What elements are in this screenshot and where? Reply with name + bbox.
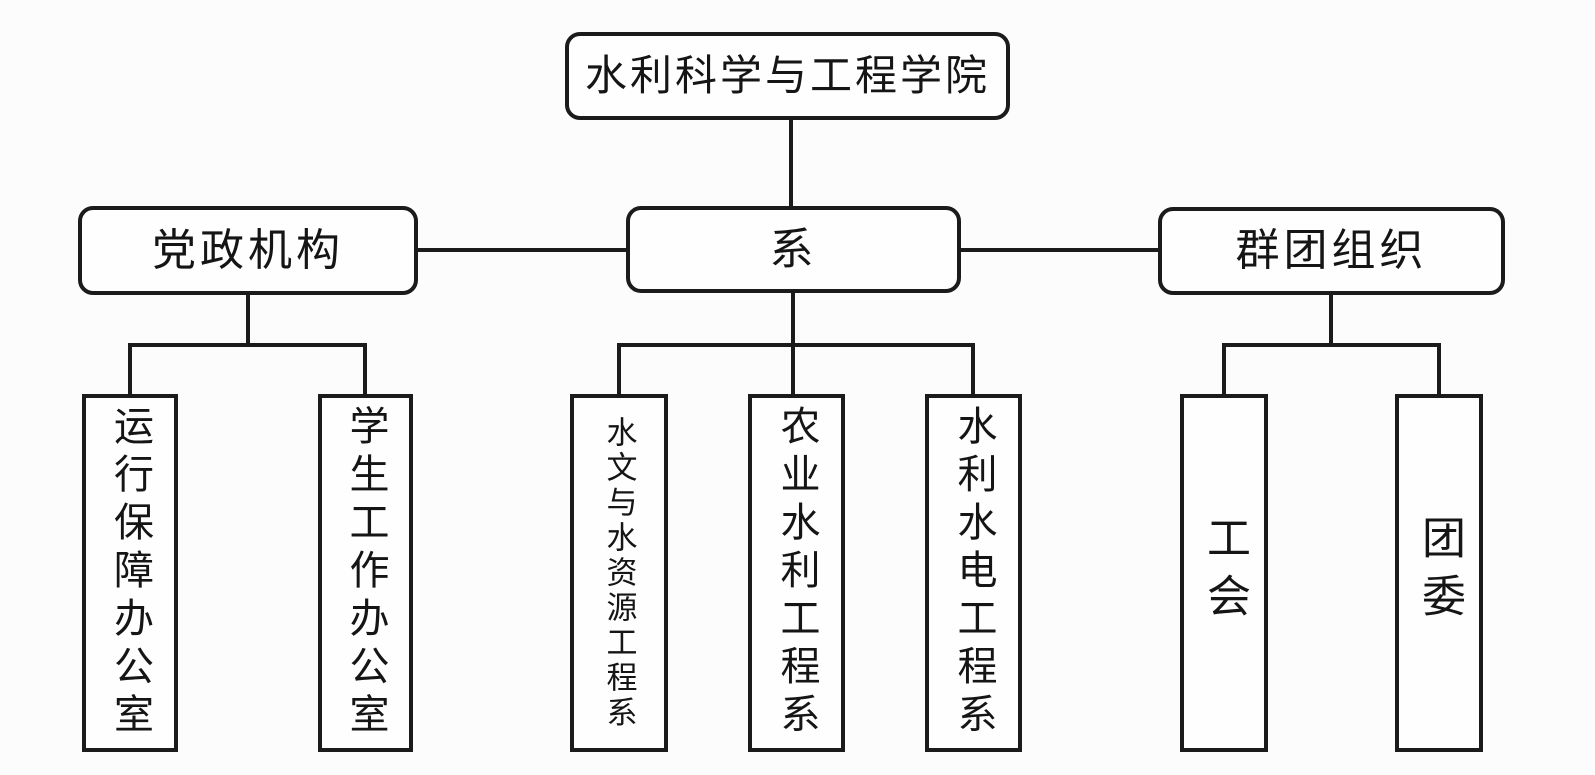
- leaf-hydrology-water-resources-dept: 水文与水资源工程系: [570, 394, 668, 752]
- leaf-youth-league-committee: 团委: [1395, 394, 1483, 752]
- connector-drop: [1222, 343, 1226, 396]
- leaf-hydropower-engineering-dept: 水利水电工程系: [925, 394, 1022, 752]
- connector-link-right-branch: [959, 248, 1160, 252]
- leaf-label: 农业水利工程系: [774, 405, 819, 741]
- branch-label: 系: [769, 224, 818, 274]
- branch-mass-organizations: 群团组织: [1158, 207, 1505, 295]
- connector-drop: [363, 343, 367, 396]
- connector-stem-right: [1329, 293, 1333, 345]
- leaf-agricultural-water-dept: 农业水利工程系: [748, 394, 845, 752]
- root-node-label: 水利科学与工程学院: [584, 52, 990, 99]
- leaf-student-affairs-office: 学生工作办公室: [318, 394, 413, 752]
- leaf-operations-support-office: 运行保障办公室: [82, 394, 178, 752]
- root-node-college: 水利科学与工程学院: [565, 32, 1010, 120]
- branch-label: 群团组织: [1235, 226, 1428, 275]
- leaf-label: 水利水电工程系: [951, 405, 996, 741]
- connector-bar-center: [617, 343, 975, 347]
- connector-drop: [128, 343, 132, 396]
- branch-departments: 系: [626, 206, 961, 293]
- leaf-label: 水文与水资源工程系: [601, 415, 637, 731]
- connector-drop: [617, 343, 621, 396]
- connector-bar-right: [1222, 343, 1441, 347]
- branch-party-government: 党政机构: [78, 206, 418, 295]
- leaf-label: 运行保障办公室: [108, 405, 152, 741]
- leaf-label: 工会: [1200, 515, 1249, 631]
- leaf-label: 学生工作办公室: [343, 405, 388, 741]
- connector-stem-left: [246, 293, 250, 345]
- connector-bar-left: [128, 343, 367, 347]
- leaf-labor-union: 工会: [1180, 394, 1268, 752]
- connector-root-stem: [789, 118, 793, 208]
- connector-link-left-branch: [416, 248, 628, 252]
- branch-label: 党政机构: [152, 225, 344, 275]
- leaf-label: 团委: [1415, 515, 1464, 631]
- connector-drop: [971, 343, 975, 396]
- connector-drop: [1437, 343, 1441, 396]
